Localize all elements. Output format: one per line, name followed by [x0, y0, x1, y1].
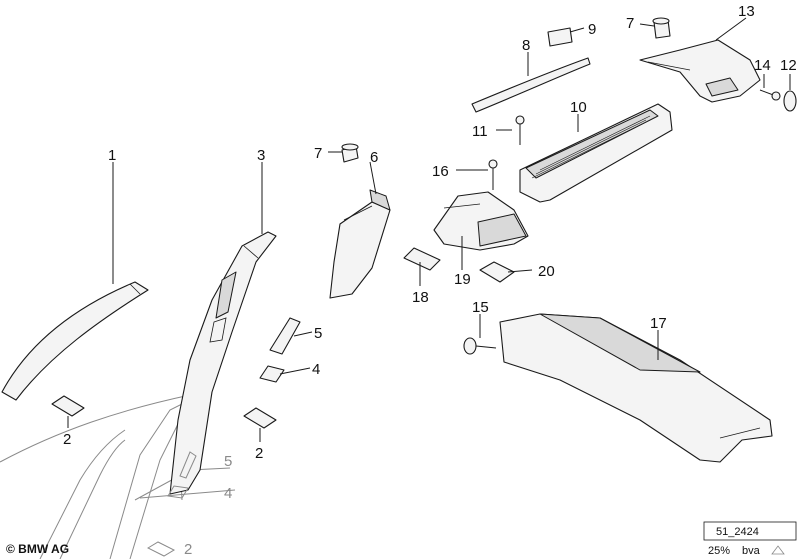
callout-10: 10: [570, 99, 587, 116]
callout-18: 18: [412, 289, 429, 306]
callout-20: 20: [538, 263, 555, 280]
scale-label: 25%: [708, 545, 730, 557]
callout-4-ghost: 4: [224, 485, 232, 502]
callout-13: 13: [738, 3, 755, 20]
callout-14: 14: [754, 57, 771, 74]
callout-7-left: 7: [314, 145, 322, 162]
part-12-grommet: [783, 90, 797, 112]
callout-2-ghost: 2: [184, 541, 192, 558]
callout-5-ghost: 5: [224, 453, 232, 470]
callout-16: 16: [432, 163, 449, 180]
part-9-clip: [547, 27, 573, 47]
part-7-clip-top: [652, 17, 671, 39]
code-label: bva: [742, 545, 761, 557]
part-11-screw: [515, 115, 525, 145]
callout-15: 15: [472, 299, 489, 316]
part-4-pad: [167, 365, 285, 499]
part-19-cover: [433, 191, 529, 251]
callout-8: 8: [522, 37, 530, 54]
part-2-clip-ghost: [146, 541, 176, 557]
triangle-icon: [771, 545, 785, 555]
callout-12: 12: [780, 57, 797, 74]
callout-6: 6: [370, 149, 378, 166]
part-17-side-trim: [499, 313, 773, 463]
callout-11: 11: [472, 123, 488, 140]
part-18-clip: [403, 247, 441, 271]
callout-4: 4: [312, 361, 320, 378]
diagram-id: 51_2424: [716, 526, 759, 538]
diagram-footer: © BMW AG 51_2424 25% bva: [6, 521, 797, 557]
callout-1: 1: [108, 147, 116, 164]
callout-labels: 1 3 6 7 8 9 7 13 14 12 10 11 16 19 20 18…: [63, 3, 797, 558]
callout-leaders: [67, 17, 791, 442]
part-1-a-pillar-trim: [1, 281, 149, 401]
sill-grille: [531, 115, 651, 179]
callout-17: 17: [650, 315, 667, 332]
callout-9: 9: [588, 21, 596, 38]
callout-7-top: 7: [626, 15, 634, 32]
part-2-clip-mid: [243, 407, 277, 429]
callout-2-left: 2: [63, 431, 71, 448]
part-10-sill-trim: [519, 103, 673, 203]
part-16-screw: [488, 159, 498, 190]
callout-5: 5: [314, 325, 322, 342]
callout-3: 3: [257, 147, 265, 164]
part-6-pillar-trim: [329, 189, 391, 299]
part-2-clip-left: [51, 395, 85, 417]
callout-2-mid: 2: [255, 445, 263, 462]
part-7-clip-left: [341, 143, 359, 163]
part-3-b-pillar-trim: [169, 231, 277, 495]
part-13-cover: [639, 39, 761, 103]
part-15-push-clip: [463, 337, 497, 355]
part-8-trim-strip: [471, 57, 591, 113]
diagram-id-box: [703, 521, 797, 541]
copyright-label: © BMW AG: [6, 542, 69, 556]
part-14-screw: [759, 89, 781, 101]
callout-19: 19: [454, 271, 471, 288]
part-5-bracket: [179, 317, 301, 479]
